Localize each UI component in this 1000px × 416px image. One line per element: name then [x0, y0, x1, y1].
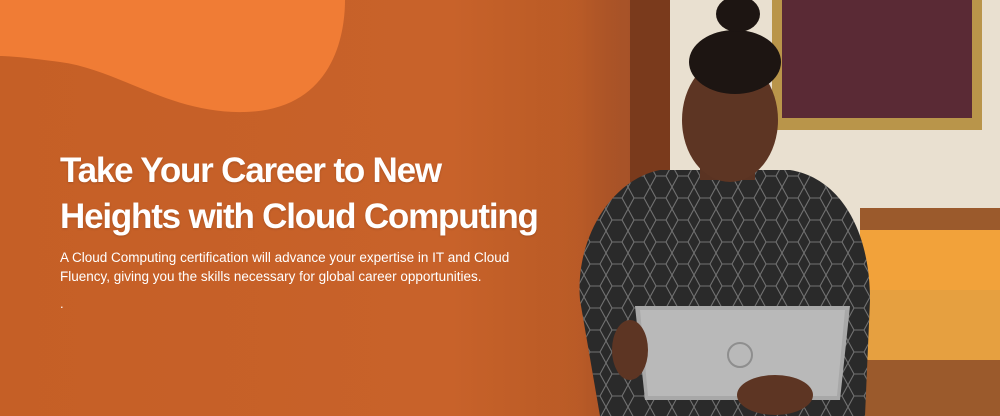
hero-text-block: Take Your Career to New Heights with Clo… — [60, 148, 580, 312]
hero-photo — [540, 0, 1000, 416]
headline-line-1: Take Your Career to New — [60, 151, 442, 190]
hero-headline: Take Your Career to New Heights with Clo… — [60, 148, 580, 240]
decorative-blob — [0, 0, 345, 113]
hero-subtext: A Cloud Computing certification will adv… — [60, 250, 510, 284]
trailing-text: . — [60, 296, 64, 311]
headline-line-2: Heights with Cloud Computing — [60, 197, 539, 236]
